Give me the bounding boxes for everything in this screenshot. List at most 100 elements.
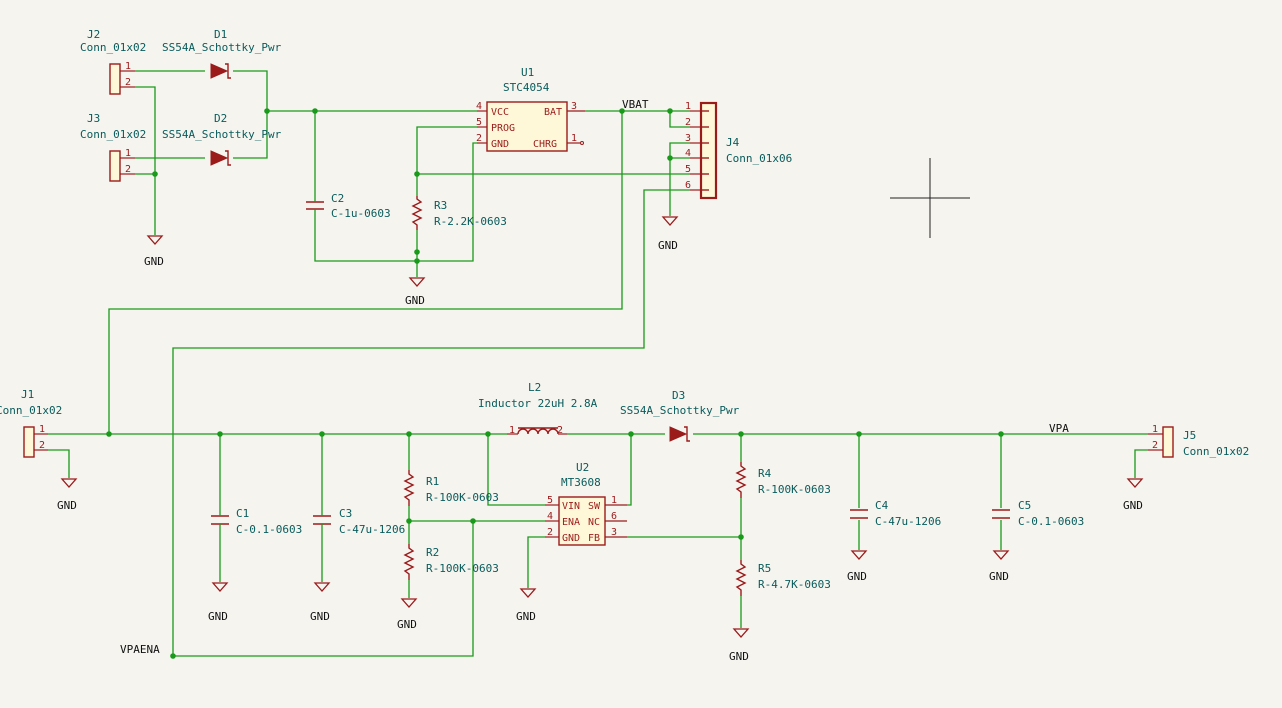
u1-ref: U1 [521,66,534,79]
r2-value: R-100K-0603 [426,562,499,575]
r1-ref: R1 [426,475,439,488]
connector-j3[interactable]: J3 Conn_01x02 1 2 [80,112,146,182]
capacitor-c4[interactable]: C4 C-47u-1206 [850,499,941,528]
u1-pin-3: 3 [571,101,577,112]
diode-d1[interactable]: D1 SS54A_Schottky_Pwr [162,28,282,79]
r5-value: R-4.7K-0603 [758,578,831,591]
j4-pin-3: 3 [685,133,691,144]
capacitor-c3[interactable]: C3 C-47u-1206 [313,507,405,536]
j5-ref: J5 [1183,429,1196,442]
j4-pin-6: 6 [685,180,691,191]
diode-d2[interactable]: D2 SS54A_Schottky_Pwr [162,112,282,166]
j2-value: Conn_01x02 [80,41,146,54]
d3-ref: D3 [672,389,685,402]
u1-pin-gnd: GND [491,139,509,150]
inductor-l2[interactable]: L2 Inductor 22uH 2.8A 1 2 [478,381,598,436]
j4-pin-1: 1 [685,101,691,112]
j2-pin-2: 2 [125,77,131,88]
resistor-r3[interactable]: R3 R-2.2K-0603 [411,196,507,230]
connector-j2[interactable]: J2 Conn_01x02 1 2 [80,28,146,95]
net-label-vpaena[interactable]: VPAENA [120,643,160,656]
c2-value: C-1u-0603 [331,207,391,220]
d1-ref: D1 [214,28,227,41]
l2-pin-1: 1 [509,425,515,436]
u2-pin-nc: NC [588,517,600,528]
crosshair-cursor-icon [890,158,970,238]
j3-ref: J3 [87,112,100,125]
r3-ref: R3 [434,199,447,212]
resistor-r5[interactable]: R5 R-4.7K-0603 [735,560,831,596]
diode-d3[interactable]: D3 SS54A_Schottky_Pwr [620,389,740,442]
j1-pin-2: 2 [39,440,45,451]
j4-pin-5: 5 [685,164,691,175]
r4-value: R-100K-0603 [758,483,831,496]
j2-ref: J2 [87,28,100,41]
ic-u2[interactable]: U2 MT3608 5 4 2 1 6 3 VIN ENA GND SW NC … [545,461,627,546]
j5-value: Conn_01x02 [1183,445,1249,458]
resistor-r2[interactable]: R2 R-100K-0603 [403,544,499,580]
u2-value: MT3608 [561,476,601,489]
c4-ref: C4 [875,499,889,512]
u1-pin-2: 2 [476,133,482,144]
gnd-label-c3: GND [310,610,330,623]
net-label-vbat[interactable]: VBAT [622,98,649,111]
d3-value: SS54A_Schottky_Pwr [620,404,740,417]
c3-ref: C3 [339,507,352,520]
gnd-label-c5: GND [989,570,1009,583]
j4-ref: J4 [726,136,740,149]
gnd-label-u1: GND [405,294,425,307]
r4-ref: R4 [758,467,772,480]
gnd-label-j2: GND [144,255,164,268]
u1-pin-5: 5 [476,117,482,128]
c1-value: C-0.1-0603 [236,523,302,536]
j4-pin-2: 2 [685,117,691,128]
j5-pin-2: 2 [1152,440,1158,451]
gnd-label-c1: GND [208,610,228,623]
junctions [106,108,1004,659]
u2-pin-sw: SW [588,501,601,512]
gnd-label-j1: GND [57,499,77,512]
capacitor-c5[interactable]: C5 C-0.1-0603 [992,499,1084,528]
gnd-label-j5: GND [1123,499,1143,512]
r1-value: R-100K-0603 [426,491,499,504]
j4-value: Conn_01x06 [726,152,792,165]
l2-ref: L2 [528,381,541,394]
ic-u1[interactable]: U1 STC4054 4 5 2 3 1 VCC PROG GND BAT CH… [476,66,585,152]
gnd-label-r5: GND [729,650,749,663]
net-label-vpa[interactable]: VPA [1049,422,1069,435]
wires [48,70,1148,657]
u2-pin-vin: VIN [562,501,580,512]
u2-pin-1: 1 [611,495,617,506]
j1-ref: J1 [21,388,34,401]
j1-value: Conn_01x02 [0,404,62,417]
u2-ref: U2 [576,461,589,474]
connector-j5[interactable]: J5 Conn_01x02 1 2 [1148,424,1249,458]
d1-value: SS54A_Schottky_Pwr [162,41,282,54]
j3-pin-2: 2 [125,164,131,175]
j1-pin-1: 1 [39,424,45,435]
c5-ref: C5 [1018,499,1031,512]
resistor-r1[interactable]: R1 R-100K-0603 [403,470,499,506]
u2-pin-6: 6 [611,511,617,522]
u1-pin-4: 4 [476,101,482,112]
c2-ref: C2 [331,192,344,205]
gnd-label-j4: GND [658,239,678,252]
u1-value: STC4054 [503,81,550,94]
capacitor-c1[interactable]: C1 C-0.1-0603 [211,507,302,536]
connector-j4[interactable]: J4 Conn_01x06 1 2 3 4 5 6 [685,101,792,200]
j4-pin-4: 4 [685,148,691,159]
c5-value: C-0.1-0603 [1018,515,1084,528]
r2-ref: R2 [426,546,439,559]
j5-pin-1: 1 [1152,424,1158,435]
resistor-r4[interactable]: R4 R-100K-0603 [735,462,831,498]
d2-value: SS54A_Schottky_Pwr [162,128,282,141]
capacitor-c2[interactable]: C2 C-1u-0603 [306,192,391,220]
c3-value: C-47u-1206 [339,523,405,536]
u2-pin-5: 5 [547,495,553,506]
connector-j1[interactable]: J1 Conn_01x02 1 2 [0,388,62,458]
r3-value: R-2.2K-0603 [434,215,507,228]
gnd-label-u2: GND [516,610,536,623]
u1-pin-chrg: CHRG [533,139,557,150]
j3-pin-1: 1 [125,148,131,159]
